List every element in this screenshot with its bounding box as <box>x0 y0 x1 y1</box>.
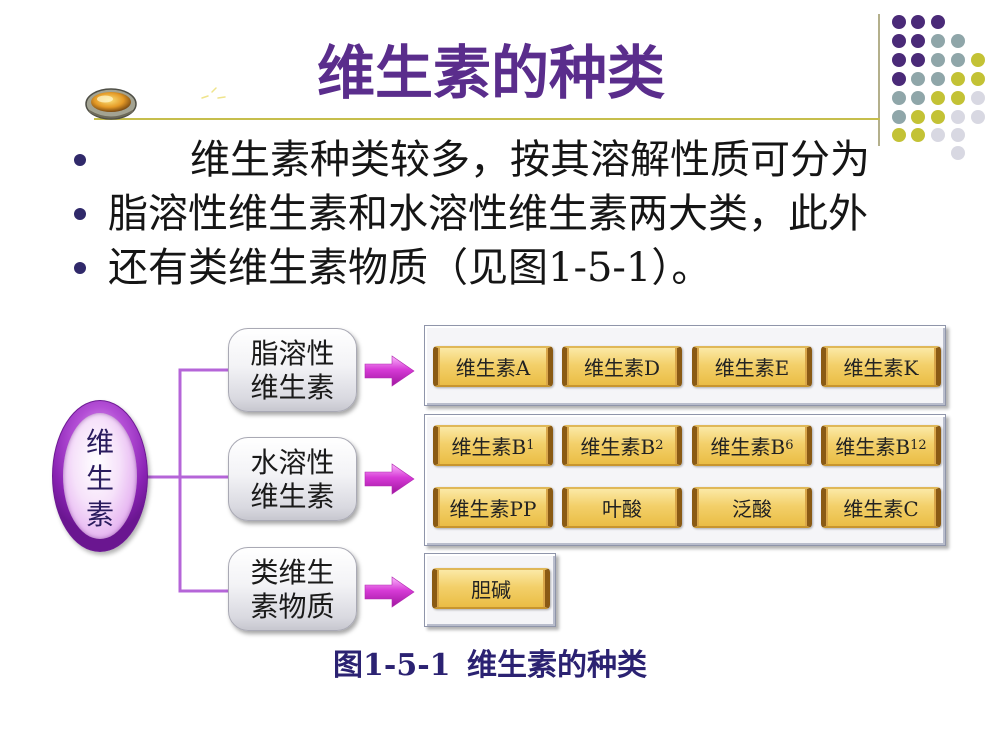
tag-label: 维生素B <box>835 435 911 459</box>
decor-dot <box>892 15 906 29</box>
root-node-inner: 维生素 <box>63 413 137 539</box>
tag-vitamin-k: 维生素K <box>821 346 941 387</box>
fat-soluble-panel: 维生素A 维生素D 维生素E 维生素K <box>424 325 946 406</box>
bullet-line-3: 还有类维生素物质（见图1-5-1）。 <box>0 241 1000 295</box>
sparkle-icon <box>201 87 226 99</box>
tag-label: 维生素A <box>455 356 531 380</box>
category-label-line: 维生素 <box>250 371 335 404</box>
tag-pantothenic-acid: 泛酸 <box>692 487 812 528</box>
tag-label: 维生素E <box>714 356 790 380</box>
decor-dot <box>931 110 945 124</box>
tag-label: 泛酸 <box>732 497 772 521</box>
arrow-right-icon <box>364 576 415 608</box>
vitamin-like-panel: 胆碱 <box>424 553 556 627</box>
decor-dot <box>911 110 925 124</box>
root-node-vitamins: 维生素 <box>52 400 148 552</box>
arrow-right-icon <box>364 355 415 387</box>
decor-dot <box>911 15 925 29</box>
bullet-line-1: 维生素种类较多，按其溶解性质可分为 <box>0 133 1000 187</box>
tag-vitamin-d: 维生素D <box>562 346 682 387</box>
bullet-text: 脂溶性维生素和水溶性维生素两大类，此外 <box>108 191 868 237</box>
tag-label: 维生素PP <box>449 497 537 521</box>
bullet-dot-icon <box>74 208 86 220</box>
bullet-dot-icon <box>74 154 86 166</box>
tag-choline: 胆碱 <box>432 568 550 609</box>
title-underline <box>94 118 880 120</box>
tag-label: 维生素B <box>580 435 656 459</box>
tag-label: 叶酸 <box>602 497 642 521</box>
category-label-line: 素物质 <box>250 590 335 623</box>
tag-folic-acid: 叶酸 <box>562 487 682 528</box>
category-vitamin-like: 类维生 素物质 <box>228 547 357 631</box>
decor-dot <box>971 110 985 124</box>
tag-vitamin-a: 维生素A <box>433 346 553 387</box>
bullet-line-2: 脂溶性维生素和水溶性维生素两大类，此外 <box>0 187 1000 241</box>
tag-label: 维生素D <box>583 356 661 380</box>
arrow-right-icon <box>364 463 415 495</box>
bullet-text: 维生素种类较多，按其溶解性质可分为 <box>190 137 870 183</box>
bowl-logo-icon <box>85 88 137 120</box>
bullet-dot-icon <box>74 262 86 274</box>
tag-label: 维生素B <box>710 435 786 459</box>
vertical-rule <box>878 14 880 146</box>
decor-dot <box>951 110 965 124</box>
tag-label: 胆碱 <box>471 578 511 602</box>
category-fat-soluble: 脂溶性 维生素 <box>228 328 357 412</box>
decor-dot <box>892 110 906 124</box>
figure-number: 图1-5-1 <box>333 648 451 683</box>
tag-label: 维生素B <box>451 435 527 459</box>
bullet-text: 还有类维生素物质（见图1-5-1）。 <box>108 245 712 291</box>
tag-label: 维生素C <box>843 497 919 521</box>
root-node-label: 维生素 <box>85 426 114 531</box>
decor-dot <box>931 15 945 29</box>
category-label-line: 脂溶性 <box>250 337 335 370</box>
category-water-soluble: 水溶性 维生素 <box>228 437 357 521</box>
category-label-line: 水溶性 <box>250 446 335 479</box>
slide-title: 维生素的种类 <box>316 39 665 107</box>
tag-vitamin-pp: 维生素PP <box>433 487 553 528</box>
category-label-line: 类维生 <box>250 556 335 589</box>
tag-label: 维生素K <box>843 356 919 380</box>
tag-vitamin-c: 维生素C <box>821 487 941 528</box>
figure-caption: 维生素的种类 <box>467 648 647 683</box>
tag-vitamin-e: 维生素E <box>692 346 812 387</box>
category-label-line: 维生素 <box>250 480 335 513</box>
